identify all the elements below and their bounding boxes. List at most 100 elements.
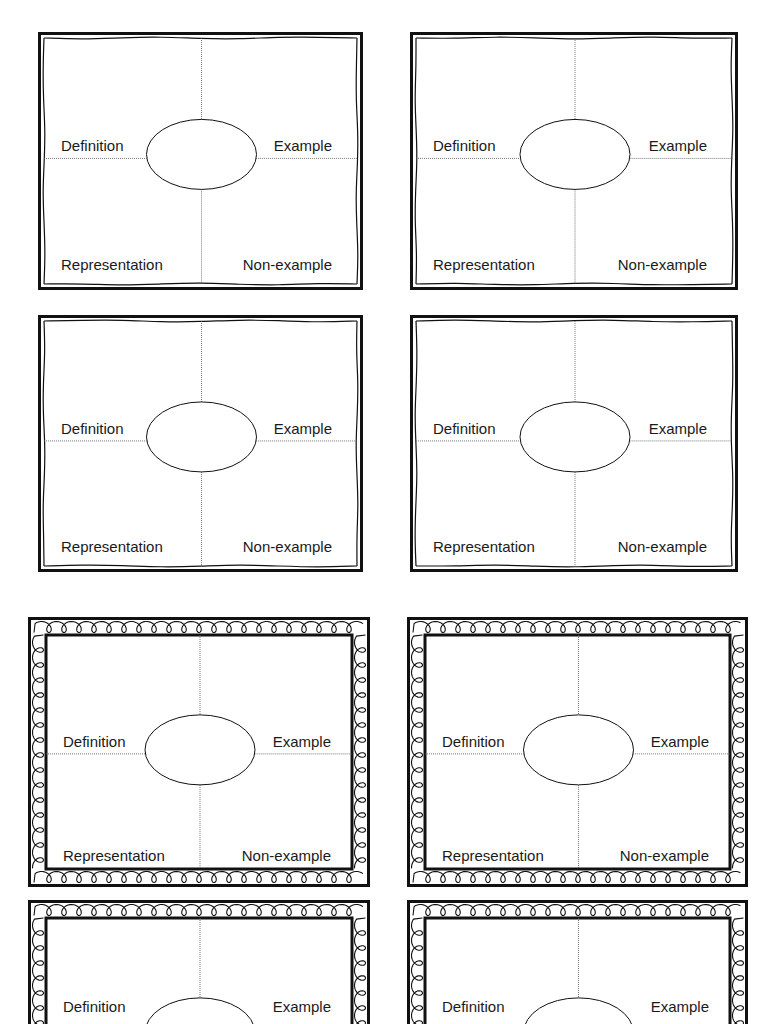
representation-label: Representation — [441, 847, 545, 864]
non-example-label: Non-example — [617, 538, 708, 555]
inner-wavy-border — [731, 38, 733, 284]
quadrant-divider — [44, 158, 147, 159]
quadrant-divider — [46, 753, 145, 754]
frayer-card: Definition Example — [28, 900, 370, 1024]
swirl-border — [733, 918, 744, 1024]
outer-border — [40, 34, 362, 289]
outer-border — [40, 317, 362, 571]
quadrant-divider — [575, 321, 576, 402]
swirl-border — [33, 635, 44, 868]
inner-wavy-border — [416, 565, 732, 567]
inner-border — [425, 635, 730, 869]
example-label: Example — [273, 137, 333, 154]
outer-border — [30, 902, 369, 1024]
swirl-border — [412, 635, 423, 868]
example-label: Example — [650, 733, 710, 750]
non-example-label: Non-example — [617, 256, 708, 273]
quadrant-divider — [425, 753, 524, 754]
inner-wavy-border — [416, 283, 732, 285]
center-oval — [145, 715, 255, 785]
inner-wavy-border — [44, 320, 357, 322]
card-frame — [38, 32, 363, 290]
center-oval — [520, 119, 630, 189]
frayer-card: Definition ExampleRepresentation Non-examp… — [38, 32, 363, 290]
frayer-card: Definition ExampleRepresentation Non-examp… — [410, 315, 738, 572]
swirl-border — [355, 635, 366, 868]
non-example-label: Non-example — [242, 256, 333, 273]
definition-label: Definition — [60, 137, 125, 154]
frayer-card: DefinitionExampleRepresentationNon-examp… — [38, 315, 363, 572]
frayer-card: Definition ExampleRepresentation Non-examp… — [407, 617, 748, 887]
center-oval — [145, 998, 255, 1024]
quadrant-divider — [575, 189, 576, 284]
center-oval — [147, 119, 257, 189]
card-frame — [410, 315, 738, 572]
quadrant-divider — [633, 753, 730, 754]
inner-wavy-border — [356, 38, 358, 284]
definition-label: Definition — [62, 998, 127, 1015]
inner-border — [425, 918, 730, 1024]
card-frame — [38, 315, 363, 572]
quadrant-divider — [201, 472, 202, 566]
example-label: Example — [648, 137, 708, 154]
example-label: Example — [648, 420, 708, 437]
quadrant-divider — [201, 38, 202, 119]
inner-wavy-border — [416, 320, 732, 322]
inner-wavy-border — [43, 38, 45, 284]
definition-label: Definition — [432, 420, 497, 437]
swirl-border — [413, 872, 740, 883]
representation-label: Representation — [62, 847, 166, 864]
center-oval — [524, 998, 634, 1024]
swirl-border — [412, 918, 423, 1024]
representation-label: Representation — [432, 538, 536, 555]
swirl-border — [733, 635, 744, 868]
quadrant-divider — [256, 440, 357, 441]
quadrant-divider — [630, 158, 732, 159]
swirl-border — [33, 918, 44, 1024]
definition-label: Definition — [441, 998, 506, 1015]
outer-border — [409, 902, 747, 1024]
representation-label: Representation — [432, 256, 536, 273]
definition-label: Definition — [441, 733, 506, 750]
quadrant-divider — [416, 440, 520, 441]
inner-border — [46, 635, 352, 869]
frayer-card: DefinitionExampleRepresentationNon-examp… — [410, 32, 738, 290]
swirl-border — [34, 905, 363, 916]
inner-border — [46, 918, 352, 1024]
inner-wavy-border — [44, 37, 357, 39]
quadrant-divider — [416, 158, 520, 159]
quadrant-divider — [200, 785, 201, 869]
outer-border — [412, 317, 737, 571]
quadrant-divider — [578, 785, 579, 869]
example-label: Example — [272, 733, 332, 750]
representation-label: Representation — [60, 538, 164, 555]
quadrant-divider — [200, 918, 201, 998]
quadrant-divider — [201, 321, 202, 402]
definition-label: Definition — [60, 420, 125, 437]
example-label: Example — [272, 998, 332, 1015]
swirl-border — [34, 622, 363, 633]
swirl-border — [355, 918, 366, 1024]
quadrant-divider — [44, 440, 147, 441]
center-oval — [147, 402, 257, 472]
inner-wavy-border — [356, 321, 358, 566]
quadrant-divider — [256, 158, 357, 159]
quadrant-divider — [201, 189, 202, 284]
outer-border — [409, 619, 747, 886]
frayer-card: DefinitionExample — [407, 900, 748, 1024]
definition-label: Definition — [62, 733, 127, 750]
representation-label: Representation — [60, 256, 164, 273]
swirl-border — [34, 872, 363, 883]
quadrant-divider — [578, 918, 579, 998]
inner-wavy-border — [44, 565, 357, 567]
example-label: Example — [273, 420, 333, 437]
inner-wavy-border — [44, 283, 357, 285]
center-oval — [524, 715, 634, 785]
inner-wavy-border — [415, 321, 417, 566]
swirl-border — [413, 905, 740, 916]
non-example-label: Non-example — [619, 847, 710, 864]
quadrant-divider — [578, 635, 579, 715]
inner-wavy-border — [43, 321, 45, 566]
frayer-card: DefinitionExampleRepresentationNon-examp… — [28, 617, 370, 887]
quadrant-divider — [255, 753, 352, 754]
